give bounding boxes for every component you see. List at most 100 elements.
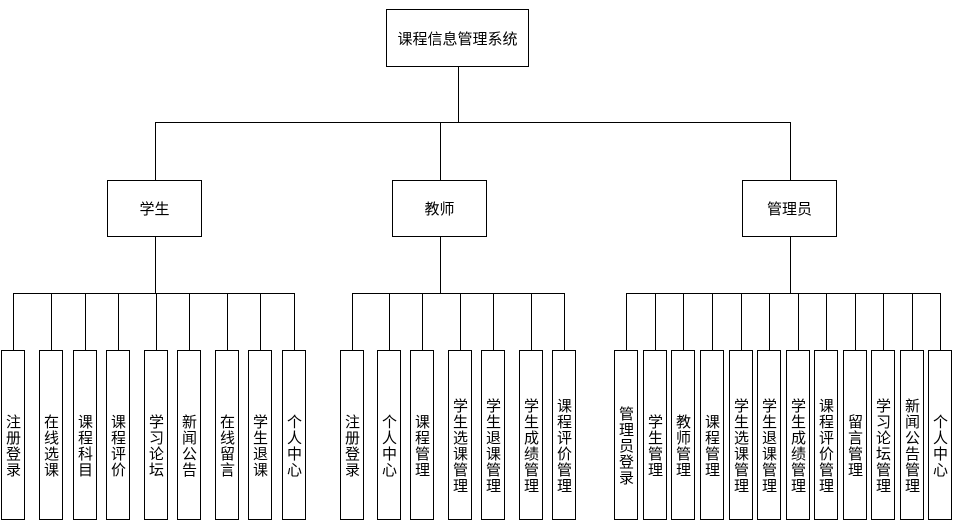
connector-line: [440, 122, 441, 180]
leaf-node-label: 注册登录: [343, 414, 361, 478]
connector-line: [912, 293, 913, 350]
root-node: 课程信息管理系统: [386, 9, 529, 67]
connector-line: [155, 237, 156, 293]
connector-line: [626, 293, 627, 350]
leaf-node-label: 课程管理: [413, 414, 431, 478]
connector-line: [389, 293, 390, 350]
leaf-node-label: 学习论坛管理: [874, 398, 892, 494]
connector-line: [440, 237, 441, 293]
connector-line: [683, 293, 684, 350]
leaf-node: 学习论坛: [144, 350, 168, 520]
connector-line: [352, 293, 353, 350]
leaf-node-label: 课程评价管理: [817, 398, 835, 494]
connector-line: [460, 293, 461, 350]
leaf-node-label: 注册登录: [4, 414, 22, 478]
leaf-node: 学生退课管理: [481, 350, 505, 520]
connector-line: [13, 293, 295, 294]
connector-line: [790, 237, 791, 293]
connector-line: [294, 293, 295, 350]
connector-line: [826, 293, 827, 350]
leaf-node: 学生选课管理: [729, 350, 753, 520]
leaf-node: 个人中心: [282, 350, 306, 520]
leaf-node: 课程管理: [410, 350, 434, 520]
connector-line: [790, 122, 791, 180]
leaf-node: 在线留言: [215, 350, 239, 520]
connector-line: [741, 293, 742, 350]
connector-line: [155, 122, 156, 180]
connector-line: [798, 293, 799, 350]
leaf-node: 教师管理: [671, 350, 695, 520]
connector-line: [883, 293, 884, 350]
leaf-node: 学习论坛管理: [871, 350, 895, 520]
leaf-node-label: 新闻公告: [180, 414, 198, 478]
leaf-node-label: 课程评价: [109, 414, 127, 478]
connector-line: [458, 67, 459, 122]
leaf-node: 新闻公告: [177, 350, 201, 520]
leaf-node-label: 留言管理: [846, 414, 864, 478]
connector-line: [260, 293, 261, 350]
leaf-node: 在线选课: [39, 350, 63, 520]
root-node-label: 课程信息管理系统: [397, 29, 518, 48]
leaf-node-label: 学生退课: [251, 414, 269, 478]
leaf-node: 注册登录: [340, 350, 364, 520]
leaf-node-label: 学生管理: [646, 414, 664, 478]
connector-line: [156, 293, 157, 350]
leaf-node: 学生管理: [643, 350, 667, 520]
leaf-node-label: 个人中心: [931, 414, 949, 478]
connector-line: [51, 293, 52, 350]
leaf-node: 学生选课管理: [448, 350, 472, 520]
leaf-node: 学生成绩管理: [786, 350, 810, 520]
leaf-node: 课程评价管理: [552, 350, 576, 520]
connector-line: [940, 293, 941, 350]
leaf-node: 课程管理: [700, 350, 724, 520]
connector-line: [712, 293, 713, 350]
leaf-node: 学生退课: [248, 350, 272, 520]
connector-line: [85, 293, 86, 350]
connector-line: [13, 293, 14, 350]
leaf-node-label: 管理员登录: [617, 406, 635, 486]
leaf-node: 个人中心: [377, 350, 401, 520]
connector-line: [769, 293, 770, 350]
connector-line: [855, 293, 856, 350]
leaf-node-label: 学生选课管理: [732, 398, 750, 494]
leaf-node: 注册登录: [1, 350, 25, 520]
leaf-node-label: 在线留言: [218, 414, 236, 478]
connector-line: [189, 293, 190, 350]
group-node: 教师: [392, 180, 487, 237]
leaf-node-label: 学生退课管理: [760, 398, 778, 494]
leaf-node: 新闻公告管理: [900, 350, 924, 520]
leaf-node-label: 学生成绩管理: [522, 398, 540, 494]
group-node-label: 学生: [139, 200, 170, 218]
leaf-node: 管理员登录: [614, 350, 638, 520]
leaf-node-label: 学生选课管理: [451, 398, 469, 494]
leaf-node: 学生成绩管理: [519, 350, 543, 520]
leaf-node-label: 课程评价管理: [555, 398, 573, 494]
leaf-node: 个人中心: [928, 350, 952, 520]
leaf-node: 课程科目: [73, 350, 97, 520]
connector-line: [531, 293, 532, 350]
connector-line: [422, 293, 423, 350]
group-node-label: 管理员: [766, 200, 812, 218]
leaf-node-label: 学生退课管理: [484, 398, 502, 494]
leaf-node-label: 个人中心: [380, 414, 398, 478]
connector-line: [655, 293, 656, 350]
leaf-node: 课程评价管理: [814, 350, 838, 520]
leaf-node-label: 教师管理: [674, 414, 692, 478]
connector-line: [564, 293, 565, 350]
connector-line: [352, 293, 565, 294]
leaf-node-label: 学习论坛: [147, 414, 165, 478]
group-node: 管理员: [742, 180, 837, 237]
leaf-node-label: 学生成绩管理: [789, 398, 807, 494]
leaf-node: 学生退课管理: [757, 350, 781, 520]
leaf-node-label: 新闻公告管理: [903, 398, 921, 494]
leaf-node-label: 课程管理: [703, 414, 721, 478]
connector-line: [118, 293, 119, 350]
leaf-node: 课程评价: [106, 350, 130, 520]
connector-line: [493, 293, 494, 350]
group-node-label: 教师: [424, 200, 455, 218]
connector-line: [227, 293, 228, 350]
leaf-node-label: 课程科目: [76, 414, 94, 478]
group-node: 学生: [107, 180, 202, 237]
connector-line: [626, 293, 941, 294]
